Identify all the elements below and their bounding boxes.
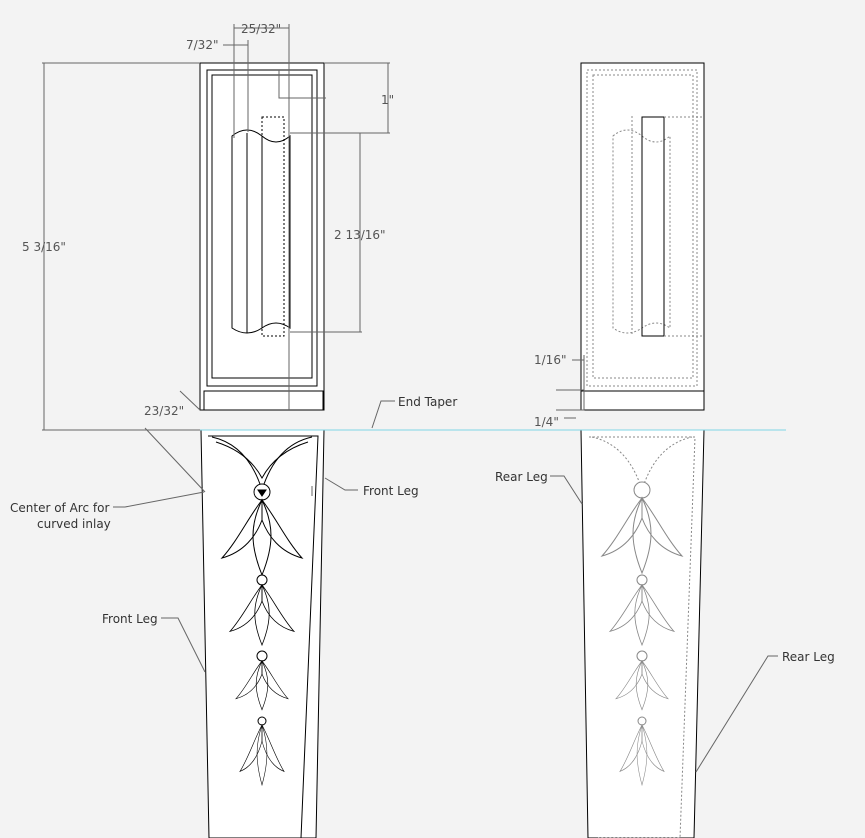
front-leg-panel-inner <box>211 74 313 379</box>
front-leg-taper-inner <box>208 435 319 838</box>
dim-1-4: 1/4" <box>534 415 559 429</box>
front-leg-arc-center-marker <box>257 489 267 497</box>
center-arc-label-1: Center of Arc for <box>10 501 109 515</box>
rear-leg-label-lower: Rear Leg <box>782 650 835 664</box>
front-leg-bellflower-dot <box>256 650 268 662</box>
dim-2-13-16: 2 13/16" <box>334 228 386 242</box>
front-leg <box>199 62 325 838</box>
front-leg-label-right: Front Leg <box>363 484 419 498</box>
end-taper-label: End Taper <box>398 395 457 409</box>
rear-leg <box>580 62 705 838</box>
front-leg-bellflower-dot <box>256 574 268 586</box>
dim-5-3-16: 5 3/16" <box>22 240 66 254</box>
dim-1: 1" <box>381 93 394 107</box>
rear-leg-label-upper: Rear Leg <box>495 470 548 484</box>
dim-7-32: 7/32" <box>186 38 218 52</box>
rear-leg-bellflower-dot <box>636 650 648 662</box>
front-leg-panel-outer <box>206 69 318 387</box>
rear-leg-bellflower-dot <box>636 574 648 586</box>
rear-leg-tenon <box>641 116 665 337</box>
front-leg-tenon-hidden <box>261 116 285 337</box>
center-arc-label-2: curved inlay <box>37 517 111 531</box>
dim-25-32: 25/32" <box>241 22 281 36</box>
front-leg-inlay-arch-inner <box>215 441 309 480</box>
front-leg-label-left: Front Leg <box>102 612 158 626</box>
rear-leg-flute <box>612 129 671 334</box>
rear-leg-panel-inner <box>592 74 694 379</box>
rear-leg-bellflower-dot <box>633 481 651 499</box>
front-leg-collar <box>203 390 324 411</box>
rear-leg-taper-inner <box>589 436 696 838</box>
front-leg-bellflower-dot <box>257 716 267 726</box>
dim-23-32: 23/32" <box>144 404 184 418</box>
rear-leg-panel-outer <box>586 69 698 387</box>
dimension-lines <box>42 24 778 773</box>
rear-leg-bellflower-dot <box>637 716 647 726</box>
front-leg-flute <box>231 129 291 334</box>
dim-1-16: 1/16" <box>534 353 566 367</box>
